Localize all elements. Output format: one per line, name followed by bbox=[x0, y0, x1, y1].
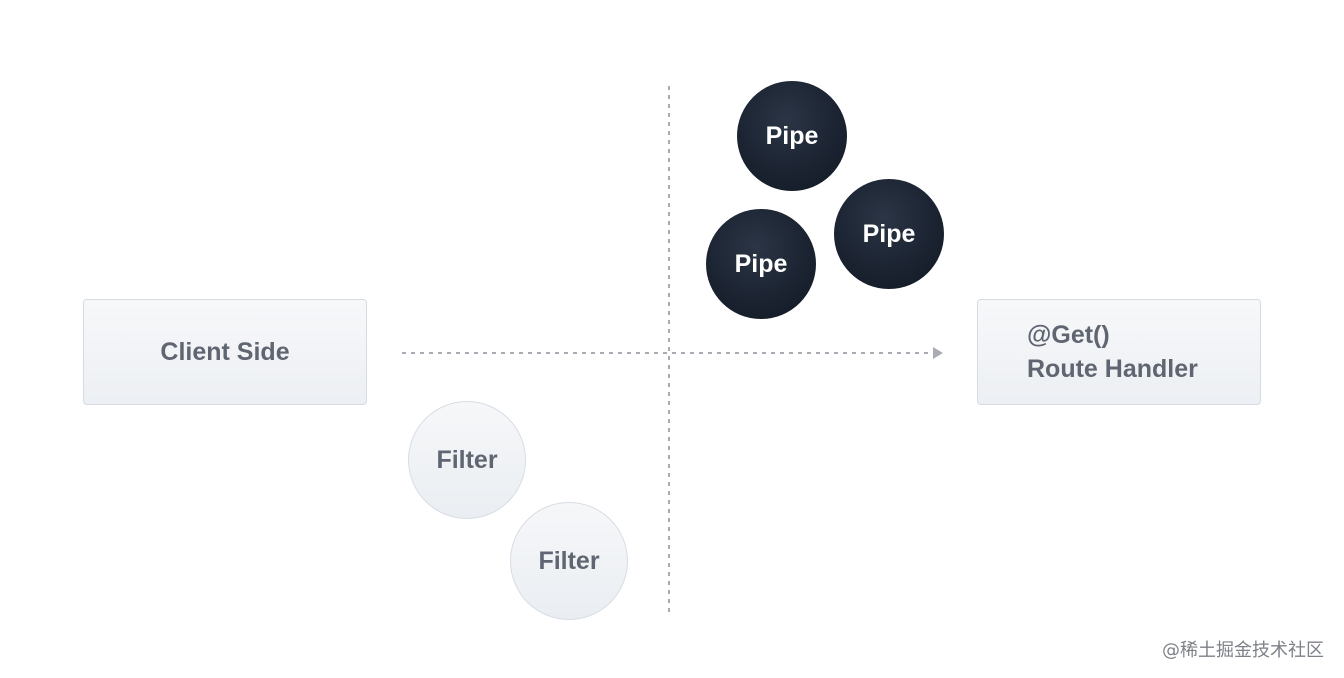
pipe-label: Pipe bbox=[734, 249, 788, 278]
route-handler-box: @Get() Route Handler bbox=[977, 299, 1261, 405]
route-decorator-label: @Get() bbox=[1027, 321, 1110, 349]
pipe-node: Pipe bbox=[834, 179, 944, 289]
pipe-node: Pipe bbox=[737, 81, 847, 191]
arrowhead-icon bbox=[933, 347, 943, 359]
client-side-box: Client Side bbox=[83, 299, 367, 405]
pipe-label: Pipe bbox=[862, 219, 916, 248]
filter-node: Filter bbox=[408, 401, 526, 519]
watermark-text: @稀土掘金技术社区 bbox=[1162, 640, 1324, 661]
filter-node: Filter bbox=[510, 502, 628, 620]
filter-label: Filter bbox=[538, 546, 600, 575]
pipe-label: Pipe bbox=[765, 121, 819, 150]
filter-label: Filter bbox=[436, 445, 498, 474]
client-side-label: Client Side bbox=[160, 337, 290, 366]
pipe-node: Pipe bbox=[706, 209, 816, 319]
route-handler-label: Route Handler bbox=[1027, 355, 1198, 383]
